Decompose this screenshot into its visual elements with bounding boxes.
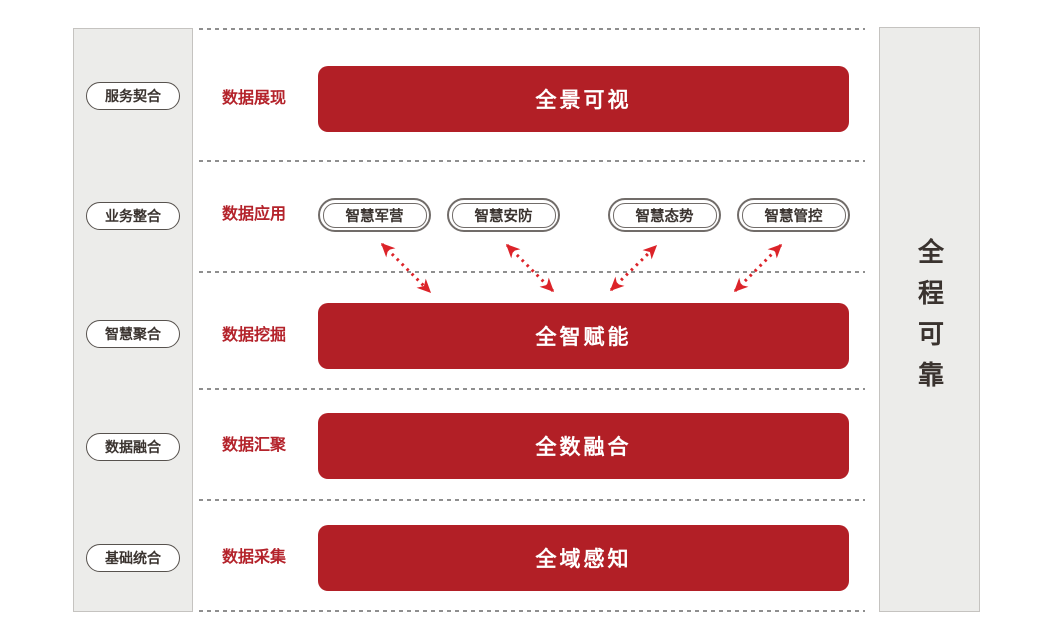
separator-line (199, 28, 865, 30)
separator-line (199, 388, 865, 390)
row-label-data-mining: 数据挖掘 (222, 327, 287, 344)
reliability-vertical-label: 全程可靠 (914, 237, 945, 402)
app-pill-smart-control: 智慧管控 (737, 198, 850, 232)
row-label-data-convergence: 数据汇聚 (222, 437, 287, 454)
row-label-data-application: 数据应用 (222, 206, 287, 223)
app-pill-label: 智慧军营 (322, 202, 427, 228)
app-pill-smart-situation: 智慧态势 (608, 198, 721, 232)
bar-full-domain-sensing: 全域感知 (318, 525, 849, 591)
row-label-data-collection: 数据采集 (222, 549, 287, 566)
app-pill-label: 智慧安防 (451, 202, 556, 228)
separator-line (199, 160, 865, 162)
left-capability-panel: 服务契合 业务整合 智慧聚合 数据融合 基础统合 (73, 28, 193, 612)
bar-panoramic-visibility: 全景可视 (318, 66, 849, 132)
app-pill-label: 智慧管控 (741, 202, 846, 228)
row-label-data-display: 数据展现 (222, 90, 287, 107)
bar-full-intelligence-empowerment: 全智赋能 (318, 303, 849, 369)
separator-line (199, 499, 865, 501)
capability-pill-basic-unification: 基础统合 (86, 544, 180, 572)
bidirectional-dashed-arrow-icons (380, 242, 783, 294)
app-pill-smart-security: 智慧安防 (447, 198, 560, 232)
separator-line (199, 610, 865, 612)
bar-full-data-fusion: 全数融合 (318, 413, 849, 479)
app-pill-smart-military-camp: 智慧军营 (318, 198, 431, 232)
capability-pill-service-fit: 服务契合 (86, 82, 180, 110)
app-pill-label: 智慧态势 (612, 202, 717, 228)
right-reliability-panel: 全程可靠 (879, 27, 980, 612)
capability-pill-business-integration: 业务整合 (86, 202, 180, 230)
capability-pill-smart-aggregation: 智慧聚合 (86, 320, 180, 348)
capability-pill-data-fusion: 数据融合 (86, 433, 180, 461)
